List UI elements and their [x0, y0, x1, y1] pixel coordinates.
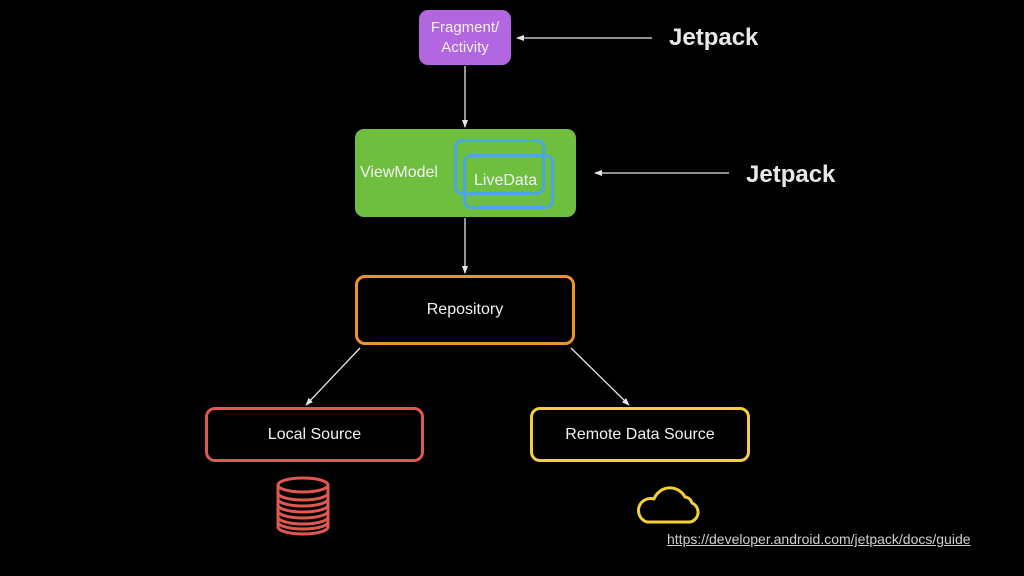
source-url-link[interactable]: https://developer.android.com/jetpack/do…: [667, 531, 971, 547]
livedata-front-frame: [463, 154, 554, 209]
viewmodel-node: ViewModel LiveData: [355, 129, 576, 217]
remote-data-source-node: Remote Data Source: [530, 407, 750, 462]
jetpack-label-middle: Jetpack: [746, 161, 836, 188]
repository-label: Repository: [426, 301, 504, 318]
viewmodel-label: ViewModel: [360, 164, 438, 181]
database-icon: [276, 476, 330, 536]
cloud-icon: [637, 486, 700, 524]
jetpack-label-top: Jetpack: [669, 24, 759, 51]
repository-node: Repository: [355, 275, 575, 345]
local-source-label: Local Source: [267, 425, 362, 443]
livedata-label: LiveData: [474, 172, 538, 189]
local-source-node: Local Source: [205, 407, 424, 462]
remote-source-label: Remote Data Source: [565, 425, 715, 443]
edge-repository-to-remote-source: [570, 347, 630, 406]
livedata-back-frame: [454, 139, 545, 195]
fragment-activity-node: Fragment/ Activity: [419, 10, 511, 65]
fragment-label-line2: Activity: [441, 38, 489, 56]
edge-repository-to-local-source: [305, 347, 361, 406]
fragment-label-line1: Fragment/: [430, 18, 500, 36]
